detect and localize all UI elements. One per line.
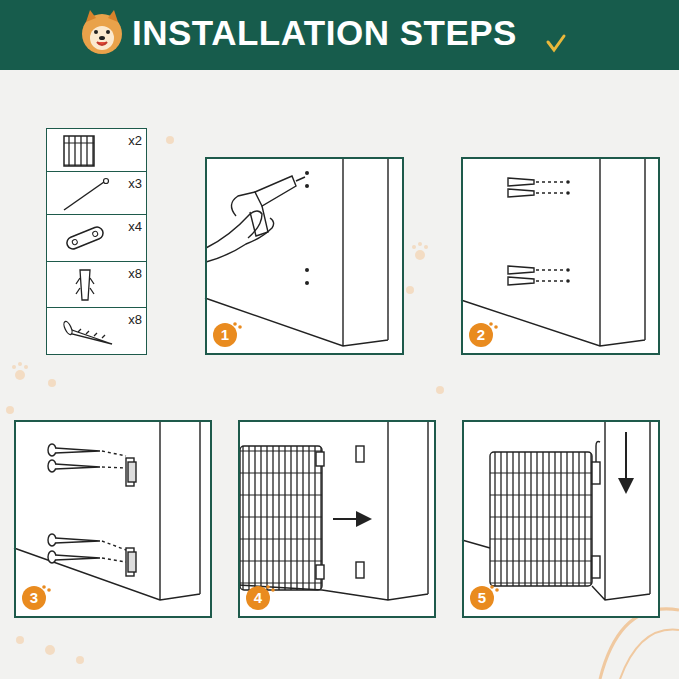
step-panel: 4 xyxy=(238,420,436,618)
step-number: 3 xyxy=(22,586,46,610)
step-number: 1 xyxy=(213,323,237,347)
parts-row: x8 xyxy=(46,307,147,355)
page-title: INSTALLATION STEPS xyxy=(132,13,517,53)
parts-row: x2 xyxy=(46,128,147,172)
parts-row: x3 xyxy=(46,171,147,215)
quantity-label: x8 xyxy=(128,312,142,327)
step-panel: 2 xyxy=(461,157,660,355)
quantity-label: x2 xyxy=(128,133,142,148)
step-number: 4 xyxy=(246,586,270,610)
quantity-label: x4 xyxy=(128,219,142,234)
step-panel: 1 xyxy=(205,157,404,355)
quantity-label: x3 xyxy=(128,176,142,191)
step-panel: 5 xyxy=(462,420,660,618)
step-panel: 3 xyxy=(14,420,212,618)
dog-icon xyxy=(82,10,122,54)
parts-row: x4 xyxy=(46,214,147,262)
quantity-label: x8 xyxy=(128,266,142,281)
step-number: 5 xyxy=(470,586,494,610)
parts-row: x8 xyxy=(46,261,147,308)
step-number: 2 xyxy=(469,323,493,347)
